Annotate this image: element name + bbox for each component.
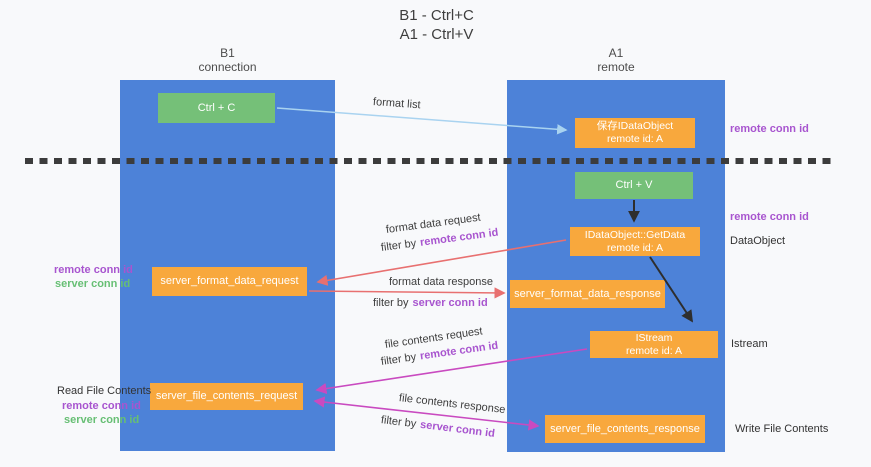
server-format-data-response-label: server_format_data_response	[514, 287, 661, 300]
server-format-data-response-box: server_format_data_response	[510, 280, 665, 308]
server-file-contents-response-box: server_file_contents_response	[545, 415, 705, 443]
istream-line2: remote id: A	[625, 344, 683, 357]
lane-b1-role: connection	[198, 60, 257, 74]
filter-by-text: filter by	[380, 237, 417, 254]
server-conn-id-left-1: server conn id	[55, 278, 131, 290]
istream-line1: IStream	[635, 331, 673, 344]
remote-conn-id-right-1: remote conn id	[730, 123, 809, 135]
diagram-title: B1 - Ctrl+C A1 - Ctrl+V	[16, 6, 857, 44]
remote-conn-id-left-2: remote conn id	[62, 400, 141, 412]
title-line-2: A1 - Ctrl+V	[399, 26, 474, 43]
istream-side-label: Istream	[731, 338, 768, 350]
format-list-label: format list	[373, 96, 421, 111]
server-file-contents-request-box: server_file_contents_request	[150, 383, 303, 410]
filter-by-server-conn-label-1: filter by server conn id	[373, 297, 488, 309]
file-contents-response-text: file contents response	[398, 392, 507, 417]
lane-header-b1: B1 connection	[120, 46, 335, 74]
server-format-data-request-label: server_format_data_request	[160, 275, 299, 287]
save-dataobject-box: 保存IDataObject remote id: A	[575, 118, 695, 148]
server-file-contents-response-label: server_file_contents_response	[550, 422, 700, 435]
lane-a1-name: A1	[608, 46, 624, 60]
save-dataobject-line1: 保存IDataObject	[596, 120, 674, 132]
write-file-contents-label: Write File Contents	[735, 423, 829, 435]
ctrl-v-box: Ctrl + V	[575, 172, 693, 199]
ctrl-c-label: Ctrl + C	[197, 101, 236, 114]
lane-a1-role: remote	[597, 60, 635, 74]
getdata-box: IDataObject::GetData remote id: A	[570, 227, 700, 256]
read-file-contents-label: Read File Contents	[57, 385, 152, 397]
server-conn-id-left-2: server conn id	[64, 414, 140, 426]
ctrl-v-label: Ctrl + V	[615, 179, 653, 191]
filter-by-text: filter by	[380, 351, 417, 368]
getdata-line1: IDataObject::GetData	[584, 228, 686, 241]
file-contents-response-label: file contents response	[398, 392, 506, 416]
dataobject-label: DataObject	[730, 235, 786, 247]
save-dataobject-line2: remote id: A	[606, 133, 664, 145]
format-data-response-label: format data response	[389, 276, 493, 288]
server-format-data-request-box: server_format_data_request	[152, 267, 307, 296]
getdata-line2: remote id: A	[606, 241, 664, 254]
server-conn-id-text: server conn id	[412, 297, 488, 309]
server-file-contents-request-label: server_file_contents_request	[155, 390, 298, 402]
format-data-response-text: format data response	[389, 276, 493, 288]
server-conn-id-text: server conn id	[419, 418, 496, 440]
filter-by-server-conn-label-2: filter by server conn id	[380, 414, 495, 440]
istream-box: IStream remote id: A	[590, 331, 718, 358]
title-line-1: B1 - Ctrl+C	[399, 7, 474, 24]
remote-conn-id-right-2: remote conn id	[730, 211, 809, 223]
remote-conn-id-left-1: remote conn id	[54, 264, 133, 276]
filter-by-text: filter by	[373, 297, 409, 309]
format-list-text: format list	[372, 96, 421, 112]
filter-by-text: filter by	[380, 414, 417, 431]
lane-header-a1: A1 remote	[507, 46, 725, 74]
format-data-response-arrow	[308, 287, 506, 299]
lane-b1-name: B1	[220, 46, 235, 60]
ctrl-c-box: Ctrl + C	[158, 93, 275, 123]
